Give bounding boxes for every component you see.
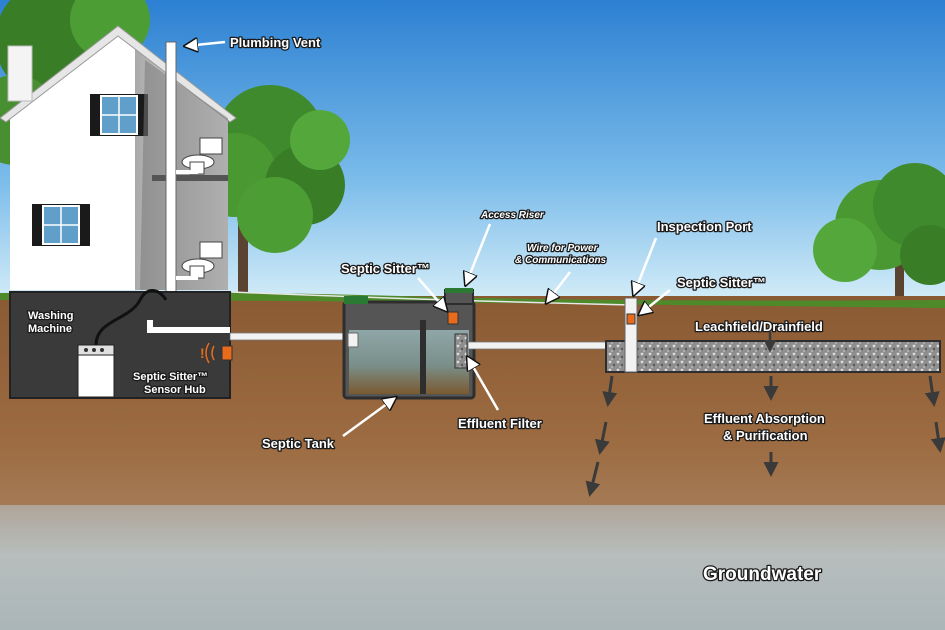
basement: !	[9, 289, 233, 399]
label-wire-1: Wire for Power	[527, 243, 599, 254]
label-effluent-absorption-1: Effluent Absorption	[704, 411, 825, 426]
label-groundwater: Groundwater	[703, 564, 822, 585]
label-access-riser: Access Riser	[480, 210, 545, 221]
effluent-filter	[454, 333, 468, 369]
inlet-pipe	[229, 332, 355, 341]
label-plumbing-vent: Plumbing Vent	[230, 35, 321, 50]
callout-arrows	[186, 42, 671, 438]
septic-tank	[342, 288, 476, 400]
label-washing-machine-2: Machine	[28, 323, 72, 335]
inspection-port	[624, 297, 638, 373]
leachfield-gravel	[605, 340, 941, 373]
label-effluent-absorption-2: & Purification	[723, 428, 808, 443]
label-septic-sitter-port: Septic Sitter™	[677, 275, 766, 290]
label-inspection-port: Inspection Port	[657, 219, 752, 234]
tree-right	[813, 163, 945, 300]
groundwater-zone	[0, 505, 945, 630]
label-septic-tank: Septic Tank	[262, 436, 335, 451]
label-effluent-filter: Effluent Filter	[458, 416, 542, 431]
label-sensor-hub-1: Septic Sitter™	[133, 371, 208, 383]
label-washing-machine-1: Washing	[28, 310, 73, 322]
toilet-lower	[181, 241, 223, 279]
label-wire-2: & Communications	[515, 255, 607, 266]
window-upper	[90, 94, 148, 136]
septic-sitter-tank-sensor	[447, 311, 459, 325]
svg-text:!: !	[200, 345, 205, 361]
label-leachfield: Leachfield/Drainfield	[695, 319, 823, 334]
label-sensor-hub-2: Sensor Hub	[144, 384, 206, 396]
window-lower	[32, 204, 90, 246]
outlet-pipe	[467, 341, 609, 350]
house	[0, 25, 237, 333]
washing-machine	[77, 344, 115, 398]
label-septic-sitter-tank: Septic Sitter™	[341, 261, 430, 276]
toilet-upper	[181, 137, 223, 175]
absorption-arrows	[585, 332, 945, 497]
power-wire	[231, 291, 633, 306]
sensor-hub: !	[200, 342, 233, 364]
